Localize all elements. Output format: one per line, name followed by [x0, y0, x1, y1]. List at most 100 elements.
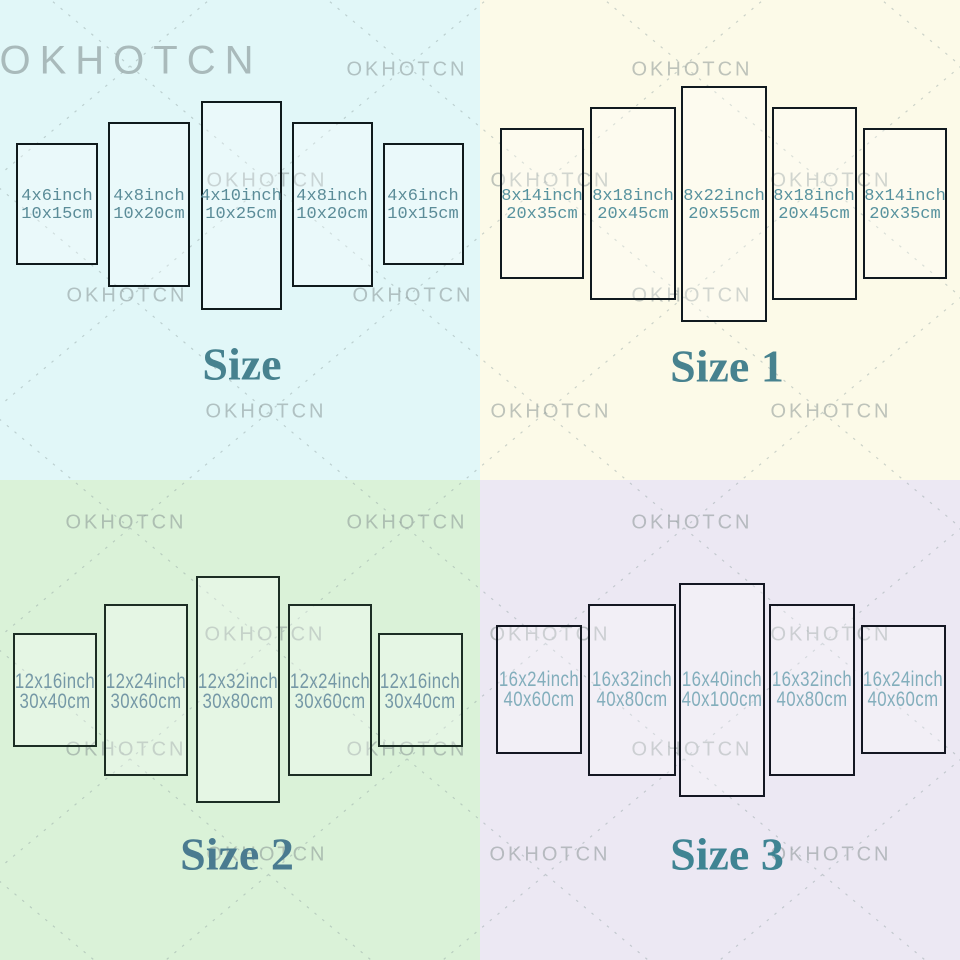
- size-cm: 40x60cm: [503, 688, 575, 711]
- brand-watermark: OKHOTCN: [489, 843, 611, 866]
- brand-watermark: OKHOTCN: [205, 400, 327, 423]
- size-inches: 4x8inch: [296, 187, 368, 206]
- size-inches: 8x18inch: [592, 187, 674, 206]
- brand-watermark: OKHOTCN: [206, 169, 328, 192]
- size-cm: 30x60cm: [110, 690, 182, 713]
- size-inches: 8x14inch: [864, 187, 946, 206]
- size-cm: 30x40cm: [384, 690, 456, 713]
- size-inches: 12x16inch: [379, 670, 461, 693]
- size-group-title: Size 1: [670, 340, 784, 392]
- size-cm: 10x25cm: [205, 205, 277, 224]
- size-inches: 16x40inch: [681, 668, 763, 691]
- size-inches: 16x24inch: [498, 668, 580, 691]
- canvas-panel-rect: [863, 128, 947, 279]
- brand-watermark: OKHOTCN: [346, 738, 468, 761]
- brand-watermark: OKHOTCN: [352, 284, 474, 307]
- brand-watermark: OKHOTCN: [490, 400, 612, 423]
- brand-watermark: OKHOTCN: [204, 623, 326, 646]
- quadrant-size2: OKHOTCN OKHOTCN OKHOTCN OKHOTCN OKHOTCN …: [0, 480, 480, 960]
- brand-watermark: OKHOTCN: [490, 169, 612, 192]
- canvas-panel-rect: [500, 128, 584, 279]
- size-inches: 12x32inch: [197, 670, 279, 693]
- canvas-panel-rect: [590, 107, 676, 300]
- size-cm: 20x35cm: [506, 205, 578, 224]
- size-cm: 40x80cm: [596, 688, 668, 711]
- size-cm: 10x15cm: [387, 205, 459, 224]
- size-inches: 8x18inch: [773, 187, 855, 206]
- canvas-panel-rect: [588, 604, 676, 776]
- canvas-panel-rect: [772, 107, 857, 300]
- brand-watermark: OKHOTCN: [66, 284, 188, 307]
- brand-watermark: OKHOTCN: [0, 38, 263, 83]
- size-group-title: Size: [202, 338, 282, 390]
- canvas-panel-rect: [196, 576, 280, 803]
- size-cm: 20x55cm: [688, 205, 760, 224]
- brand-watermark: OKHOTCN: [770, 400, 892, 423]
- size-inches: 8x14inch: [501, 187, 583, 206]
- brand-watermark: OKHOTCN: [206, 843, 328, 866]
- brand-watermark: OKHOTCN: [631, 284, 753, 307]
- brand-watermark: OKHOTCN: [631, 738, 753, 761]
- canvas-panel-rect: [383, 143, 464, 265]
- canvas-panel-rect: [679, 583, 765, 797]
- size-inches: 16x32inch: [591, 668, 673, 691]
- size-inches: 4x6inch: [21, 187, 93, 206]
- brand-watermark: OKHOTCN: [631, 511, 753, 534]
- canvas-panel-rect: [861, 625, 946, 754]
- brand-watermark: OKHOTCN: [770, 623, 892, 646]
- size-inches: 4x8inch: [113, 187, 185, 206]
- brand-watermark: OKHOTCN: [346, 511, 468, 534]
- brand-watermark: OKHOTCN: [631, 58, 753, 81]
- brand-watermark: OKHOTCN: [770, 169, 892, 192]
- size-cm: 40x100cm: [681, 688, 763, 711]
- size-cm: 30x40cm: [19, 690, 91, 713]
- size-cm: 40x80cm: [776, 688, 848, 711]
- size-group-title: Size 3: [670, 828, 784, 880]
- brand-watermark: OKHOTCN: [65, 511, 187, 534]
- size-inches: 4x6inch: [387, 187, 459, 206]
- brand-watermark: OKHOTCN: [346, 58, 468, 81]
- canvas-panel-rect: [292, 122, 373, 287]
- size-inches: 12x24inch: [105, 670, 187, 693]
- canvas-panel-rect: [13, 633, 97, 747]
- canvas-panel-rect: [496, 625, 582, 754]
- canvas-panel-rect: [681, 86, 767, 322]
- canvas-panel-rect: [16, 143, 98, 265]
- quadrant-size: OKHOTCN OKHOTCN OKHOTCN OKHOTCN OKHOTCN …: [0, 0, 480, 480]
- canvas-panel-rect: [288, 604, 372, 776]
- size-cm: 30x80cm: [202, 690, 274, 713]
- quadrant-size1: OKHOTCN OKHOTCN OKHOTCN OKHOTCN OKHOTCN …: [480, 0, 960, 480]
- size-cm: 10x20cm: [296, 205, 368, 224]
- size-inches: 4x10inch: [200, 187, 282, 206]
- size-inches: 8x22inch: [683, 187, 765, 206]
- brand-watermark: OKHOTCN: [770, 843, 892, 866]
- canvas-panel-rect: [378, 633, 463, 747]
- size-inches: 12x24inch: [289, 670, 371, 693]
- canvas-panel-rect: [108, 122, 190, 287]
- size-inches: 16x32inch: [771, 668, 853, 691]
- size-cm: 20x45cm: [597, 205, 669, 224]
- size-cm: 40x60cm: [867, 688, 939, 711]
- size-cm: 10x15cm: [21, 205, 93, 224]
- size-inches: 12x16inch: [14, 670, 96, 693]
- brand-watermark: OKHOTCN: [489, 623, 611, 646]
- canvas-panel-rect: [769, 604, 855, 776]
